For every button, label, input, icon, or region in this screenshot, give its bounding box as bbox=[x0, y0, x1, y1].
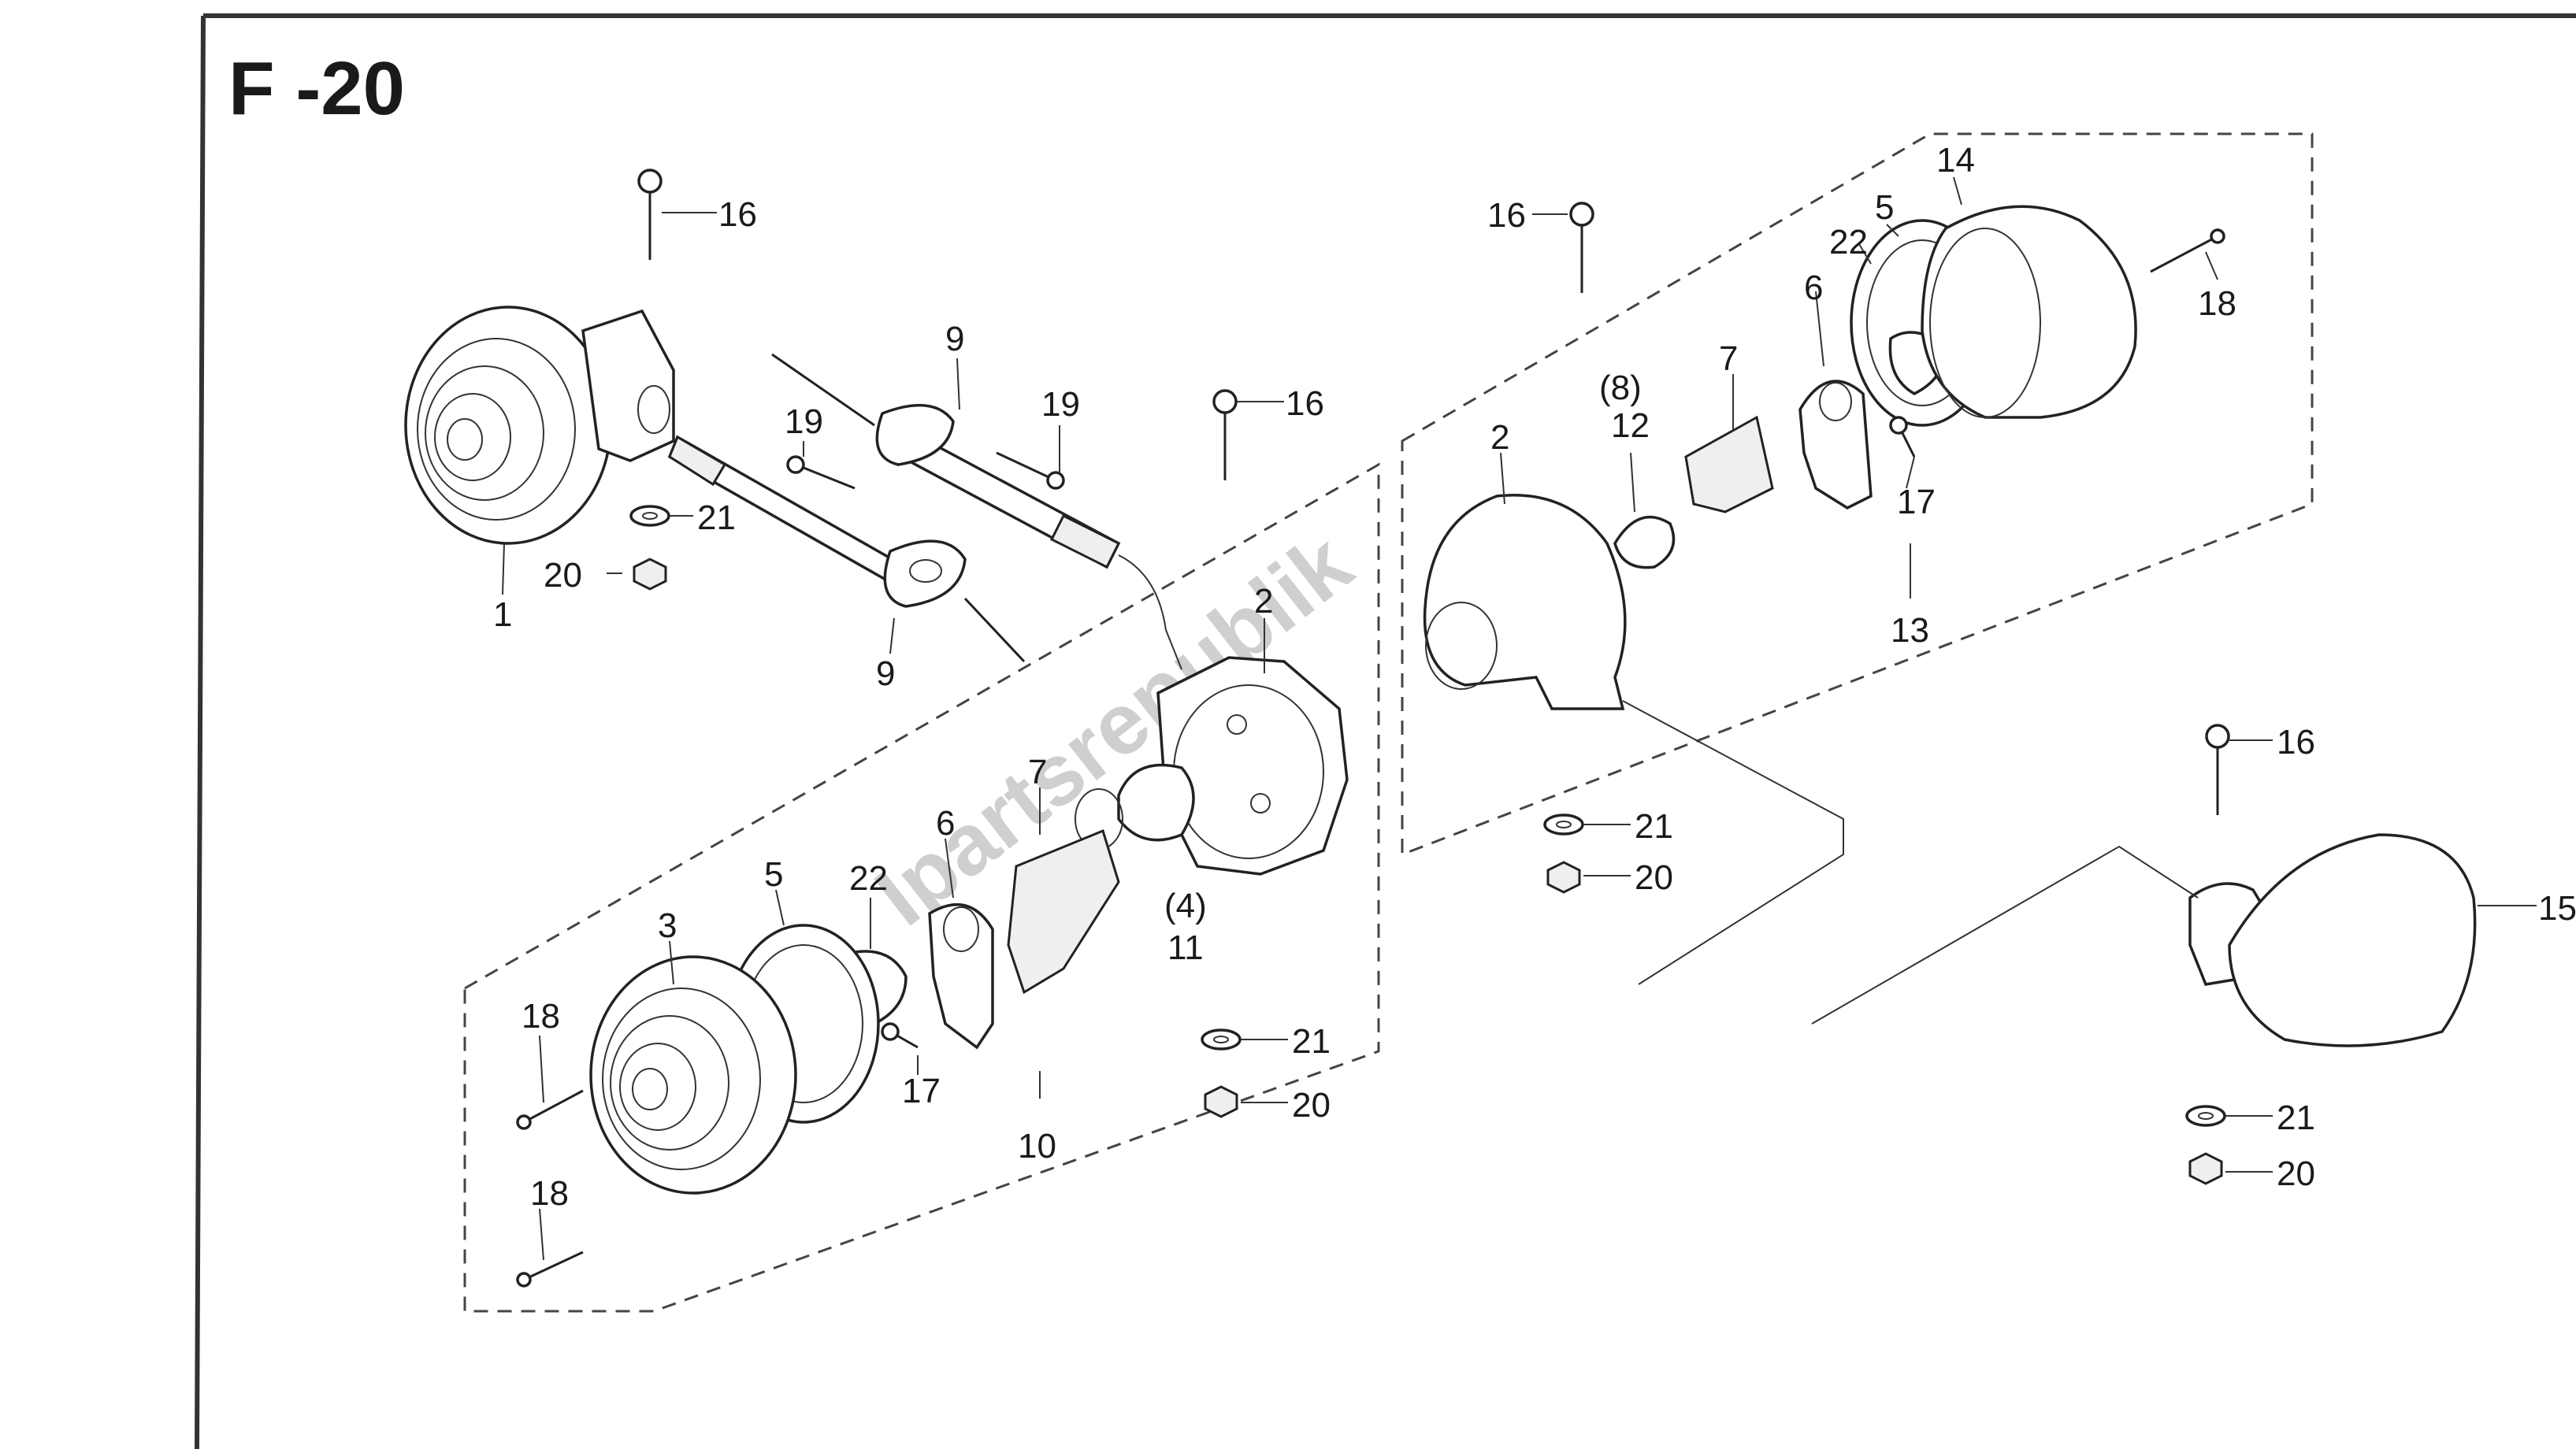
winker-lens-3 bbox=[589, 955, 797, 1195]
nut-20-b bbox=[1204, 1085, 1238, 1118]
label-18: 18 bbox=[522, 997, 560, 1036]
part-labels: 16 1 21 20 9 9 19 19 16 2 (4) 11 7 6 22 … bbox=[493, 141, 2576, 1213]
screw-19-a bbox=[786, 455, 856, 490]
diagram-title: F -20 bbox=[228, 46, 405, 131]
label-5: 5 bbox=[1875, 188, 1894, 227]
label-10: 10 bbox=[1018, 1127, 1056, 1166]
washer-21-a bbox=[629, 505, 670, 527]
bracket-7-right bbox=[1684, 415, 1774, 513]
assembly-10-outline bbox=[463, 462, 1380, 1313]
nut-20-a bbox=[633, 558, 667, 591]
label-13: 13 bbox=[1891, 611, 1929, 650]
winker-lens-14 bbox=[1921, 205, 2137, 419]
label-6: 6 bbox=[936, 804, 955, 843]
socket-12 bbox=[1613, 516, 1676, 569]
label-4: (4) bbox=[1164, 887, 1207, 925]
label-20: 20 bbox=[544, 556, 582, 595]
bracket-6-right bbox=[1798, 380, 1873, 510]
socket-11 bbox=[1075, 763, 1195, 850]
label-16: 16 bbox=[718, 195, 757, 234]
label-16: 16 bbox=[2277, 723, 2315, 762]
label-11: 11 bbox=[1167, 928, 1204, 967]
label-19: 19 bbox=[1041, 385, 1080, 424]
label-3: 3 bbox=[658, 906, 677, 945]
label-21: 21 bbox=[697, 498, 736, 537]
grommet-9-lower bbox=[883, 539, 1026, 663]
housing-2-right bbox=[1423, 494, 1627, 710]
washer-21-c bbox=[1543, 813, 1584, 836]
screw-17-left bbox=[881, 1022, 919, 1049]
winker-lens-1 bbox=[404, 306, 675, 545]
label-15: 15 bbox=[2538, 889, 2576, 928]
screw-18-a bbox=[516, 1089, 584, 1130]
wire-upper bbox=[1118, 554, 1182, 670]
nut-20-c bbox=[1546, 861, 1581, 894]
label-21: 21 bbox=[2277, 1099, 2315, 1137]
page-frame bbox=[195, 13, 2576, 1449]
label-2: 2 bbox=[1490, 418, 1509, 457]
screw-17-right bbox=[1889, 416, 1916, 458]
screw-19-b bbox=[996, 451, 1065, 490]
label-9: 9 bbox=[945, 320, 964, 358]
assembly-13-outline bbox=[1401, 132, 2314, 857]
winker-15 bbox=[2188, 833, 2477, 1047]
stem-tube-upper bbox=[771, 353, 1121, 569]
label-9: 9 bbox=[876, 654, 895, 693]
washer-21-d bbox=[2185, 1105, 2226, 1127]
bolt-16-d bbox=[2205, 724, 2230, 815]
screw-18-b bbox=[516, 1251, 584, 1288]
bolt-16-a bbox=[637, 169, 663, 260]
label-17: 17 bbox=[1897, 483, 1936, 521]
label-22: 22 bbox=[1829, 223, 1868, 261]
bolt-16-c bbox=[1569, 202, 1594, 293]
wire-right-housing bbox=[1622, 700, 1844, 985]
label-20: 20 bbox=[2277, 1154, 2315, 1193]
bracket-6-left bbox=[928, 903, 994, 1050]
label-7: 7 bbox=[1719, 339, 1738, 378]
label-14: 14 bbox=[1936, 141, 1975, 180]
label-7: 7 bbox=[1028, 753, 1047, 791]
label-19: 19 bbox=[785, 402, 823, 441]
housing-2-left bbox=[1156, 656, 1349, 876]
label-1: 1 bbox=[493, 595, 512, 634]
label-20: 20 bbox=[1635, 858, 1673, 897]
screw-18-c bbox=[2150, 228, 2225, 273]
label-21: 21 bbox=[1635, 807, 1673, 846]
nut-20-d bbox=[2188, 1152, 2223, 1185]
label-6: 6 bbox=[1804, 269, 1823, 307]
label-20: 20 bbox=[1292, 1086, 1331, 1125]
label-17: 17 bbox=[902, 1072, 941, 1110]
bracket-7-left bbox=[1007, 828, 1120, 995]
label-22: 22 bbox=[849, 859, 888, 898]
label-21: 21 bbox=[1292, 1022, 1331, 1061]
bolt-16-b bbox=[1212, 389, 1238, 480]
label-18: 18 bbox=[2198, 284, 2236, 323]
wire-winker-15 bbox=[1811, 845, 2199, 1025]
label-18: 18 bbox=[530, 1174, 569, 1213]
label-2: 2 bbox=[1254, 582, 1273, 621]
label-12: 12 bbox=[1611, 406, 1650, 445]
leader-lines bbox=[502, 176, 2537, 1261]
label-8: (8) bbox=[1599, 369, 1642, 407]
label-16: 16 bbox=[1487, 196, 1526, 235]
washer-21-b bbox=[1201, 1028, 1242, 1051]
label-5: 5 bbox=[764, 855, 783, 894]
label-16: 16 bbox=[1286, 384, 1324, 423]
